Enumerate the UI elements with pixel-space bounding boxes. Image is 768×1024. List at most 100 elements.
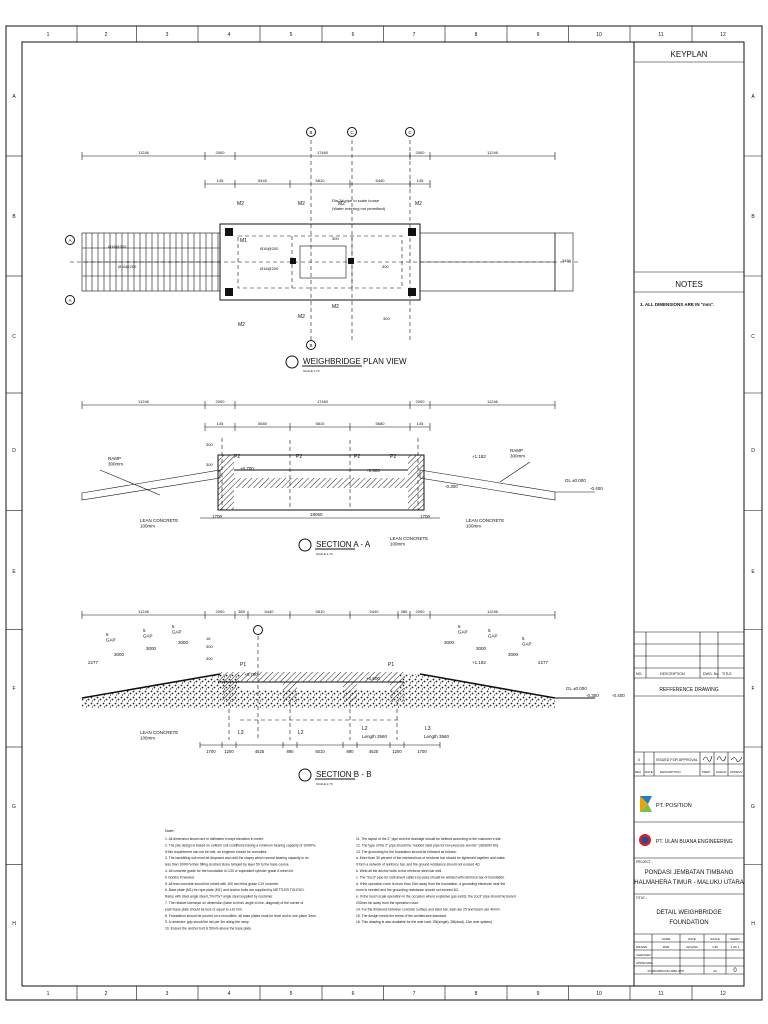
signature-check <box>716 755 727 762</box>
project-label: PROJECT : <box>636 860 653 864</box>
section-cut-marker <box>65 295 75 305</box>
plan-mark-label: M2 <box>298 201 305 207</box>
plan-scale: SCALE 1:70 <box>303 369 320 373</box>
dimension-label: 1700 <box>212 514 223 519</box>
grid-column-label: 11 <box>658 32 663 38</box>
rev-col-desc: DESCRIPTION <box>660 770 681 774</box>
level-label: GL ±0.000 <box>565 478 586 483</box>
grid-row-label: D <box>751 448 755 454</box>
plan-mark-label: M2 <box>415 201 422 207</box>
rebar-label: Ø16@200 <box>260 246 279 251</box>
section-b-center-fill <box>240 690 400 708</box>
section-a-right-ramp <box>419 469 556 501</box>
section-cut-marker <box>306 340 316 350</box>
plan-small-dim: 3450 <box>562 258 572 263</box>
approved-label: APPROVED <box>636 961 654 965</box>
level-label: +0.700 <box>240 466 254 471</box>
dimension-label: 5440 <box>265 609 275 614</box>
pile-label: P1 <box>240 662 246 668</box>
note-line: b. Weld all the anchor bolts to the rein… <box>356 869 442 873</box>
dimension-label: 11246 <box>487 399 499 404</box>
grid-row-label: D <box>12 448 16 454</box>
base-plate <box>408 228 416 236</box>
dimension-label: 4525 <box>255 749 265 754</box>
section-cut-marker <box>65 235 75 245</box>
level-label: -0.300 <box>445 484 458 489</box>
note-line: 2. The pile design is based on uniform s… <box>165 843 315 847</box>
grid-column-label: 2 <box>105 991 108 997</box>
plan-small-dim: 300 <box>383 316 390 321</box>
grid-column-label: 12 <box>720 991 726 997</box>
dimension-label: 890 <box>287 749 295 754</box>
section-cut-letter: C <box>350 130 354 135</box>
note-line: e. In the touch scale operation in the o… <box>356 895 516 899</box>
keyplan-label: KEYPLAN <box>671 50 708 59</box>
grid-column-label: 4 <box>228 991 231 997</box>
dimension-label: 300 <box>206 644 213 649</box>
rev-number: 0 <box>638 758 640 762</box>
project-line2: HALMAHERA TIMUR - MALUKU UTARA <box>634 880 743 886</box>
grid-row-label: B <box>751 214 755 220</box>
section-b-right-fill <box>400 674 555 708</box>
plan-pipe-note-2: (Water entering not permitted) <box>332 206 386 211</box>
owner-name: PT. POSITION <box>656 803 692 809</box>
signature-prep <box>702 755 713 762</box>
meta-header-sheet: SHEET <box>730 937 740 941</box>
drawn-label: DRAWN <box>636 945 647 949</box>
grid-column-label: 4 <box>228 32 231 38</box>
grid-row-label: F <box>12 686 15 692</box>
grid-column-label: 9 <box>537 991 540 997</box>
section-a-wall-left <box>218 455 234 510</box>
dimension-label: 17460 <box>317 150 329 155</box>
base-plate <box>348 258 354 264</box>
grid-row-label: A <box>12 94 16 100</box>
section-a-left-ramp <box>81 469 221 501</box>
base-plate <box>225 228 233 236</box>
dimension-label: 16 <box>206 636 211 641</box>
dimension-label: 5680 <box>258 421 268 426</box>
grid-column-label: 5 <box>290 991 293 997</box>
dimension-label: 2000 <box>416 399 426 404</box>
dimension-label: 145 <box>217 178 224 183</box>
note-line: 6 months if needed. <box>165 875 195 879</box>
dimension-label: 300 <box>206 462 213 467</box>
grid-row-label: A <box>751 94 755 100</box>
dimension-label: 2277 <box>538 660 549 665</box>
dimension-label: 5810 <box>316 609 326 614</box>
section-b-title-bubble <box>298 768 312 782</box>
note-line: Ramp with steel angle steel L70x70x7 ang… <box>165 895 273 899</box>
dimension-label: 1700 <box>206 749 216 754</box>
section-a-slab <box>234 478 408 488</box>
dimension-label: 18060 <box>310 512 323 517</box>
rev-col-approv: APPROV <box>730 770 743 774</box>
dimension-label: 300 <box>206 442 213 447</box>
plan-pipe-note: Dia 2# pipe to scale house <box>332 198 380 203</box>
grid-row-label: E <box>751 569 755 575</box>
note-line: 5. All lean concrete should be mixed wit… <box>165 882 279 886</box>
pile-length-label: L3 <box>238 730 244 736</box>
section-cut-letter: A <box>68 238 71 243</box>
grid-row-label: C <box>12 334 16 340</box>
dimension-label: 5810 <box>316 421 326 426</box>
issued-label: ISSUED FOR APPROVAL <box>656 758 698 762</box>
dimension-label: 2000 <box>216 609 226 614</box>
note-line: c. The "2oc3" pipe for instrument cable'… <box>356 875 505 879</box>
checked-label: CHECKED <box>636 953 652 957</box>
rev-header-dwg: DWG. No. <box>703 672 719 676</box>
owner-logo <box>640 796 652 812</box>
title-label: TITLE : <box>636 896 647 900</box>
note-line: 6. Base plate (M1) for rope plate (M1') … <box>165 888 305 892</box>
plan-mark-label: M1 <box>240 238 247 244</box>
rev-col-check: CHECK <box>716 770 727 774</box>
